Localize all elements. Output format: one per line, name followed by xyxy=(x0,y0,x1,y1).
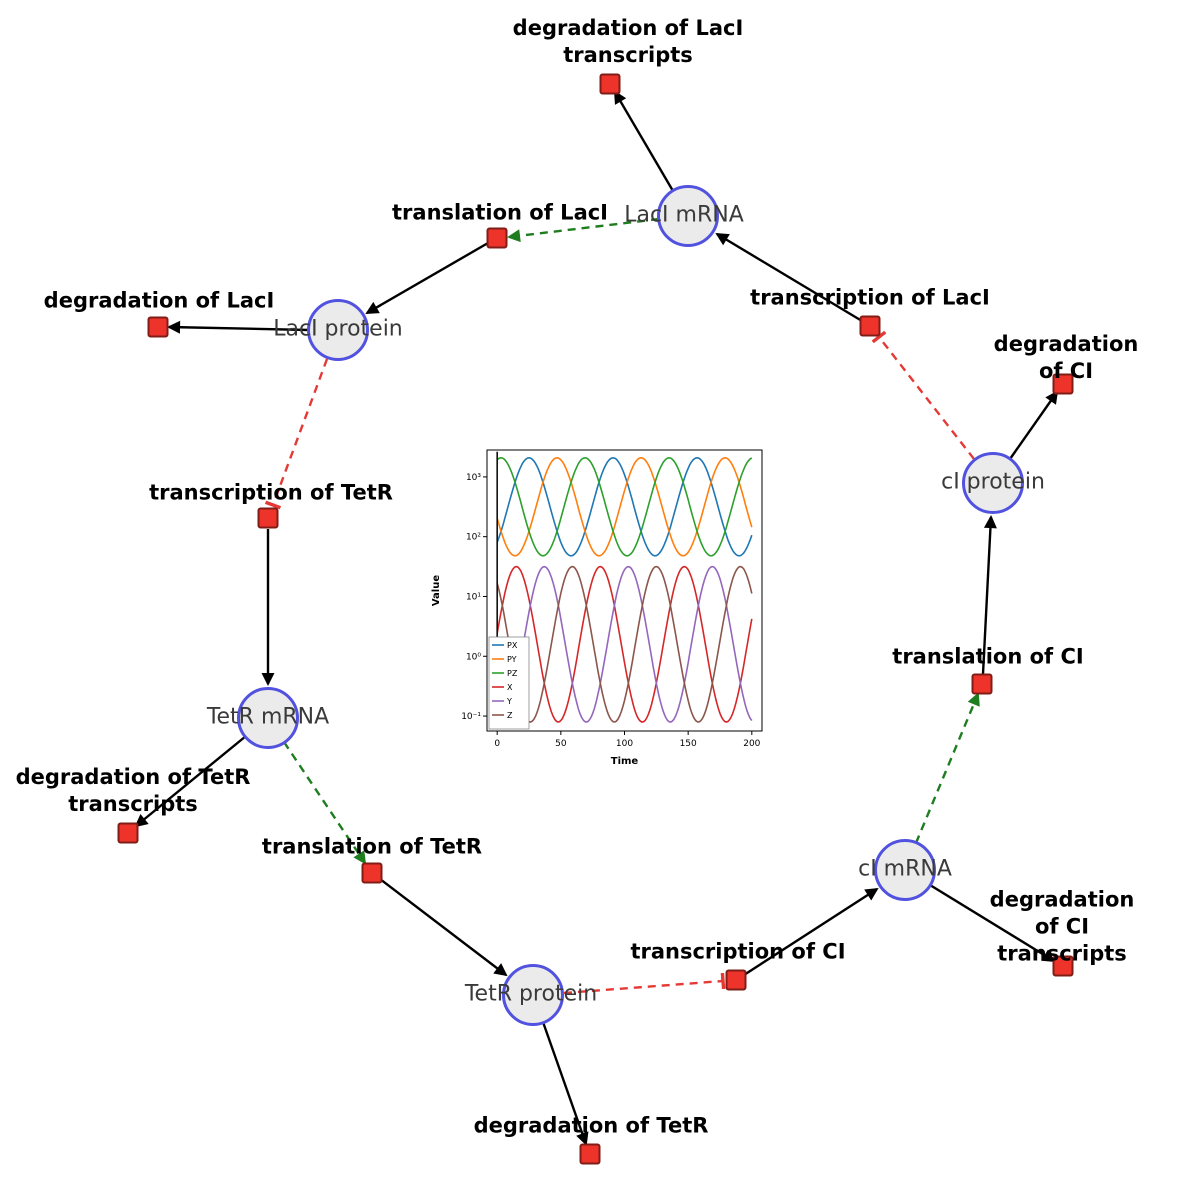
species-label-tetR-mRNA: TetR mRNA xyxy=(206,704,330,730)
reaction-node-degradation-lacI[interactable] xyxy=(147,316,169,338)
species-label-cI-mRNA: cI mRNA xyxy=(858,856,952,882)
x-tick-label: 100 xyxy=(616,739,633,749)
edge-cI-protein-to-deg-cI xyxy=(1009,390,1059,460)
edge-tetR-protein-inhibits-transcription-cI xyxy=(563,972,726,995)
species-node-tetR-protein[interactable] xyxy=(502,964,564,1026)
reaction-label-degradation-tetR: degradation of TetR xyxy=(473,1113,709,1138)
legend-label-Y: Y xyxy=(506,697,512,706)
reaction-node-translation-cI[interactable] xyxy=(971,673,993,695)
reaction-label-transcription-tetR: transcription of TetR xyxy=(149,480,393,505)
edge-translation-tetR-to-tetR-protein xyxy=(379,878,508,977)
y-tick-label: 10⁰ xyxy=(466,652,481,662)
legend-box xyxy=(488,636,530,730)
series-X xyxy=(496,565,753,723)
y-tick-label: 10² xyxy=(466,533,481,543)
species-node-tetR-mRNA[interactable] xyxy=(237,687,299,749)
y-tick-label: 10⁻¹ xyxy=(461,712,481,722)
reaction-label-degradation-lacI-transcripts: degradation of LacI transcripts xyxy=(512,16,744,67)
species-node-cI-protein[interactable] xyxy=(962,452,1024,514)
reaction-label-translation-lacI: translation of LacI xyxy=(392,200,608,225)
edge-translation-cI-to-cI-protein xyxy=(981,515,997,675)
inset-chart-svg: 0 50 100 150 200 10⁻¹ 10⁰ 10¹ 10² 10³ Time Value PX… xyxy=(431,449,763,767)
edge-lacI-protein-to-deg-lacI xyxy=(167,320,310,334)
edge-transcription-lacI-to-lacI-mRNA xyxy=(715,232,863,323)
reaction-node-degradation-lacI-transcripts[interactable] xyxy=(599,73,621,95)
legend-label-PY: PY xyxy=(507,655,517,664)
edge-lacI-mRNA-modifier-translation-lacI xyxy=(507,217,660,243)
x-tick-label: 0 xyxy=(494,739,500,749)
reaction-label-translation-cI: translation of CI xyxy=(892,644,1084,669)
legend-label-X: X xyxy=(507,683,513,692)
species-node-cI-mRNA[interactable] xyxy=(874,839,936,901)
reaction-node-transcription-tetR[interactable] xyxy=(257,507,279,529)
legend-label-Z: Z xyxy=(507,711,513,720)
reaction-label-translation-tetR: translation of TetR xyxy=(261,834,483,859)
series-PY xyxy=(496,456,753,557)
reaction-node-transcription-cI[interactable] xyxy=(725,969,747,991)
edge-tetR-protein-to-deg-tetR xyxy=(541,1021,589,1146)
reaction-node-translation-tetR[interactable] xyxy=(361,862,383,884)
edge-tetR-mRNA-modifier-translation-tetR xyxy=(283,741,367,865)
edge-tetR-mRNA-to-deg-tetR-transcripts xyxy=(134,735,247,828)
plot-legend: PX PY PZ XYZ xyxy=(488,636,530,730)
x-tick-label: 200 xyxy=(743,739,760,749)
edge-translation-lacI-to-lacI-protein xyxy=(365,241,489,315)
species-node-lacI-protein[interactable] xyxy=(307,299,369,361)
edge-lacI-mRNA-to-deg-lacI-transcripts xyxy=(613,90,675,192)
edge-cI-mRNA-to-deg-cI-transcripts xyxy=(929,883,1056,963)
series-Y xyxy=(496,565,753,723)
reaction-node-degradation-tetR[interactable] xyxy=(579,1143,601,1165)
series-PX xyxy=(496,456,753,557)
y-tick-label: 10³ xyxy=(466,473,481,483)
series-Z xyxy=(496,565,753,723)
edge-transcription-cI-to-cI-mRNA xyxy=(743,887,879,977)
legend-label-PZ: PZ xyxy=(507,669,518,678)
x-axis-label: Time xyxy=(611,756,639,767)
species-node-lacI-mRNA[interactable] xyxy=(657,185,719,247)
reaction-node-degradation-cI[interactable] xyxy=(1052,373,1074,395)
species-label-lacI-mRNA: LacI mRNA xyxy=(624,202,744,228)
edge-cI-mRNA-modifier-translation-cI xyxy=(914,692,980,844)
inset-simulation-plot: 0 50 100 150 200 10⁻¹ 10⁰ 10¹ 10² 10³ Time Value PX… xyxy=(425,438,775,772)
reaction-node-translation-lacI[interactable] xyxy=(486,227,508,249)
reaction-label-degradation-lacI: degradation of LacI xyxy=(43,288,275,313)
reaction-label-degradation-cI: degradation of CI xyxy=(993,332,1139,383)
species-label-cI-protein: cI protein xyxy=(941,469,1045,495)
reaction-label-degradation-tetR-transcripts: degradation of TetR transcripts xyxy=(15,765,251,816)
x-tick-label: 50 xyxy=(555,739,567,749)
reaction-label-transcription-lacI: transcription of LacI xyxy=(750,285,990,310)
legend-label-PX: PX xyxy=(507,641,518,650)
reaction-node-degradation-cI-transcripts[interactable] xyxy=(1052,955,1074,977)
plot-axes: 0 50 100 150 200 10⁻¹ 10⁰ 10¹ 10² 10³ Time Value xyxy=(431,473,761,767)
reaction-label-transcription-cI: transcription of CI xyxy=(630,939,846,964)
species-label-lacI-protein: LacI protein xyxy=(273,316,403,342)
reaction-node-transcription-lacI[interactable] xyxy=(859,315,881,337)
x-tick-label: 150 xyxy=(680,739,697,749)
edge-lacI-protein-inhibits-transcription-tetR xyxy=(264,358,329,510)
reaction-label-degradation-cI-transcripts: degradation of CI transcripts xyxy=(989,887,1135,966)
series-PZ xyxy=(496,456,753,557)
species-label-tetR-protein: TetR protein xyxy=(464,981,598,1007)
reaction-node-degradation-tetR-transcripts[interactable] xyxy=(117,822,139,844)
y-tick-label: 10¹ xyxy=(466,592,481,602)
y-axis-label: Value xyxy=(431,575,442,606)
edge-cI-protein-inhibits-transcription-lacI xyxy=(871,330,975,460)
